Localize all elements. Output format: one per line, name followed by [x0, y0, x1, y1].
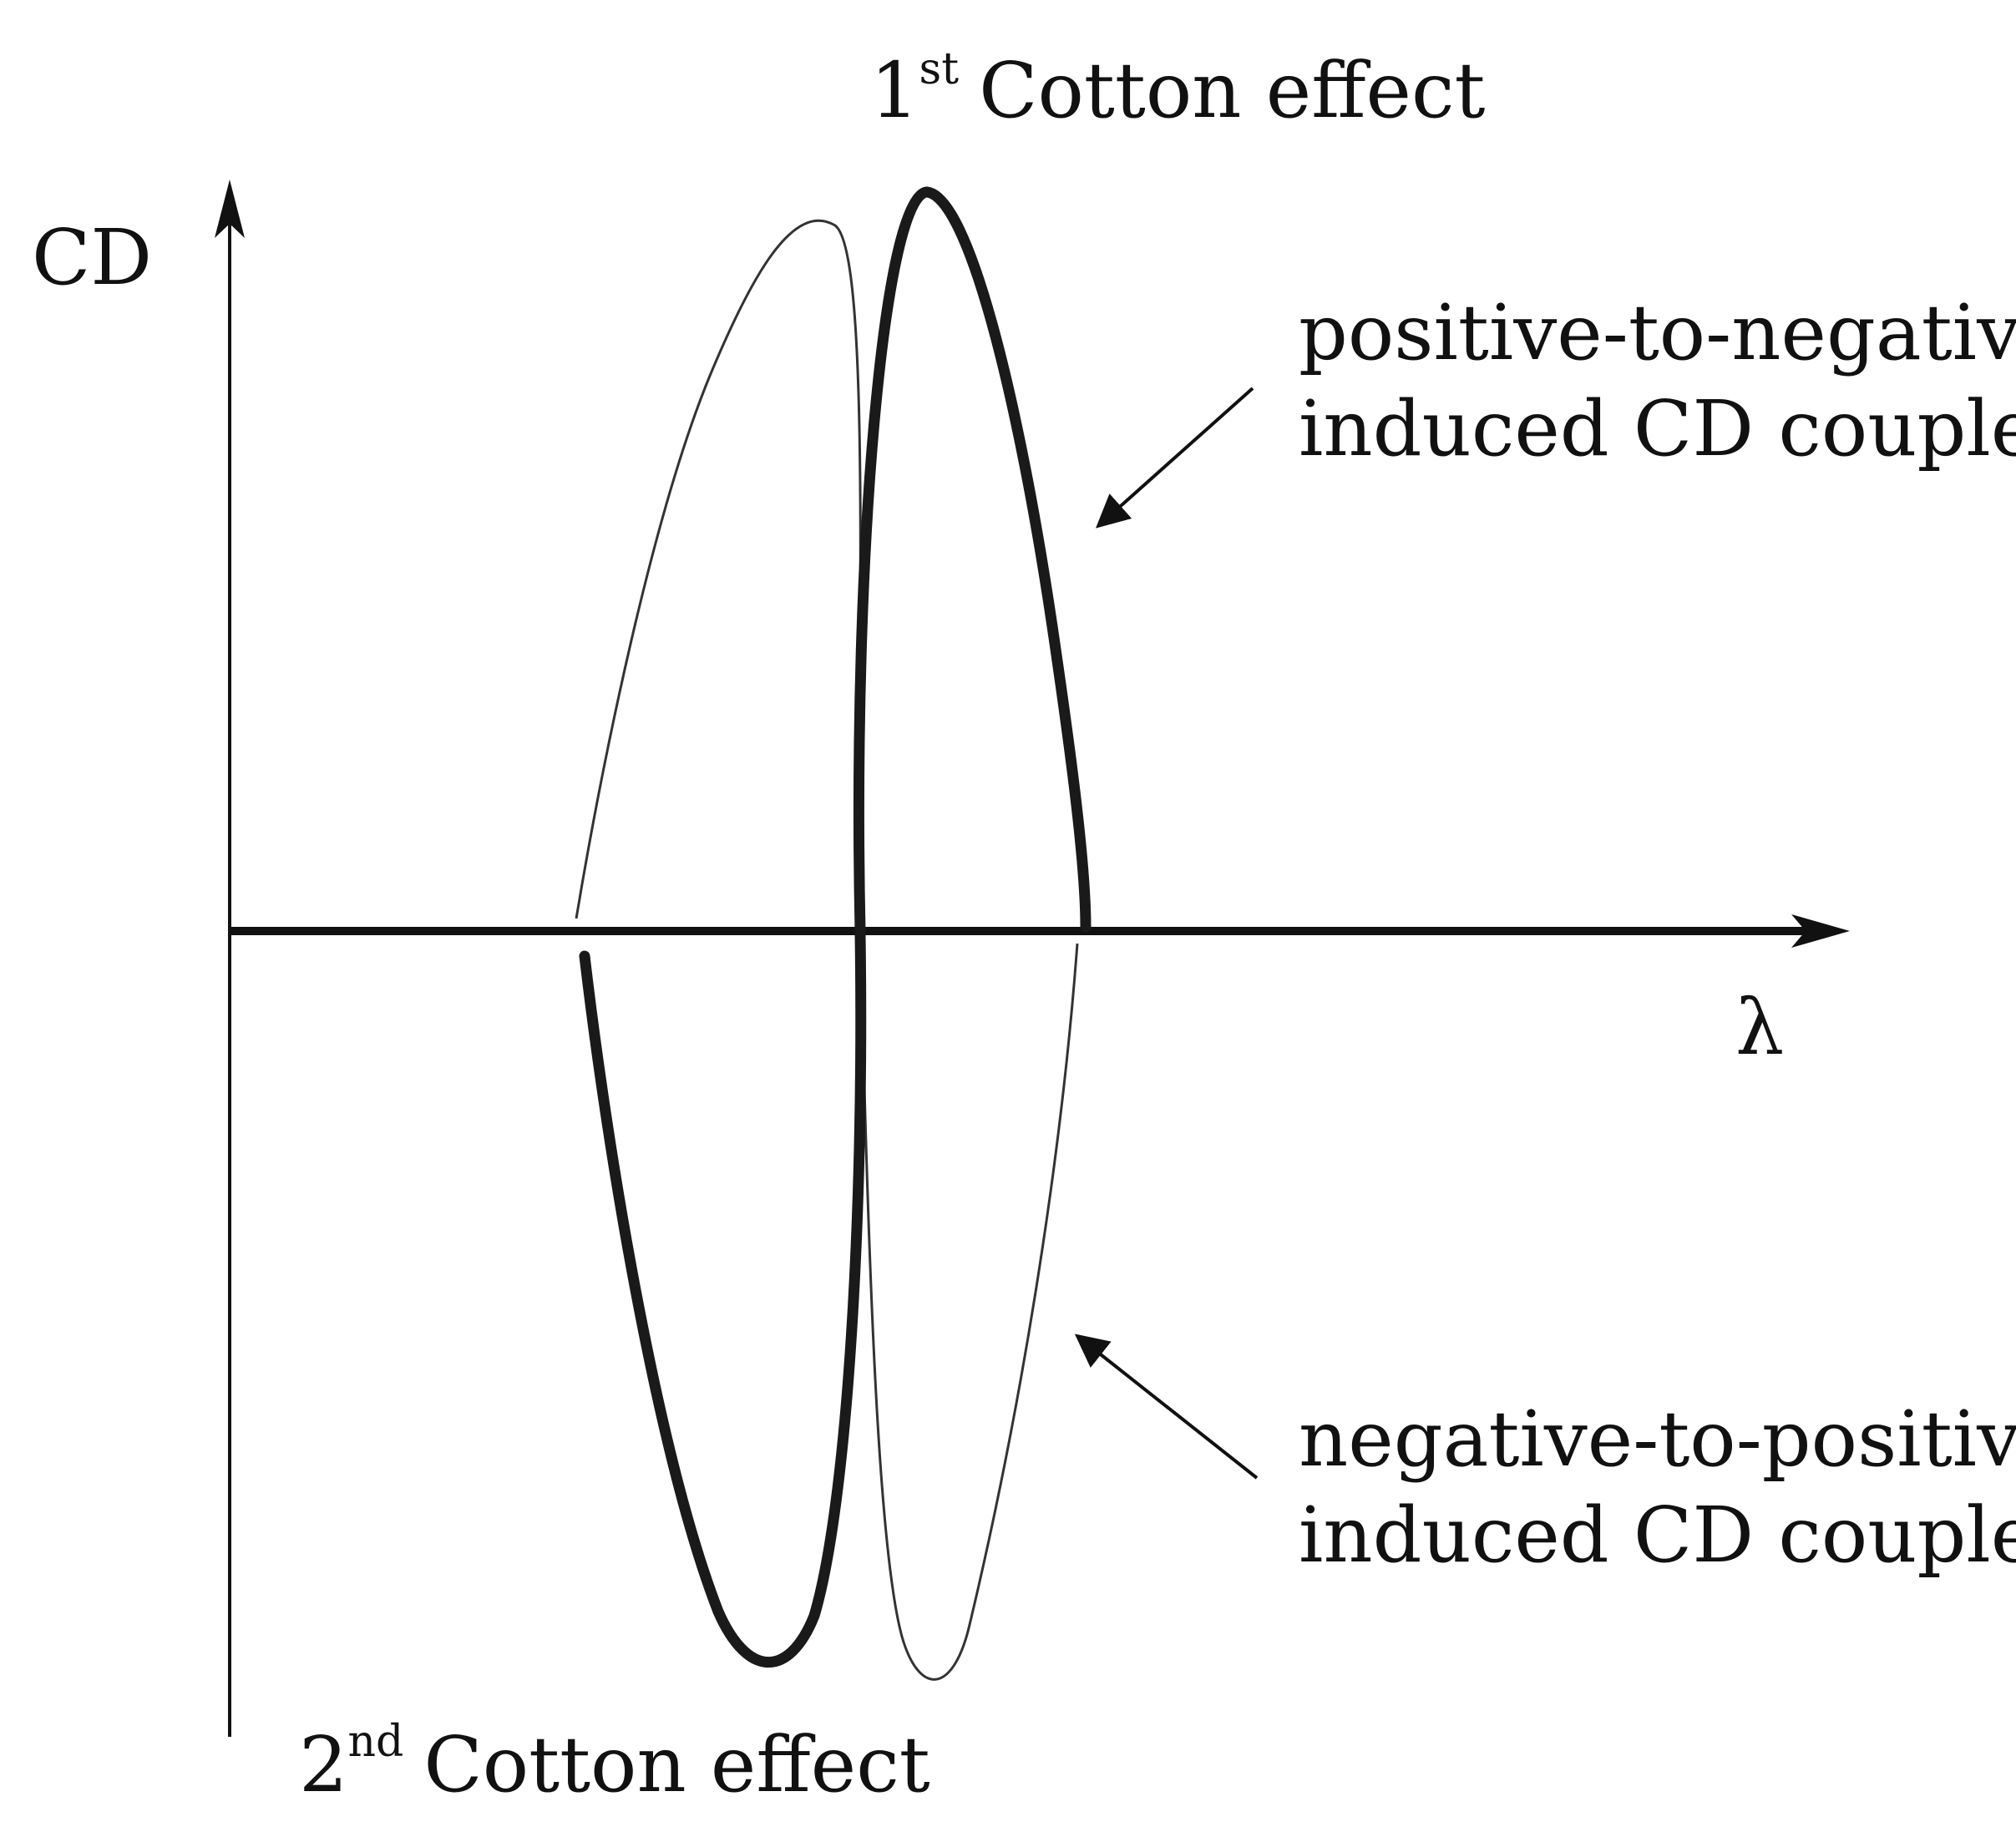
second-cotton-ordinal: nd	[348, 1717, 404, 1767]
positive-couplet-label-line1: positive-to-negative	[1299, 288, 2016, 377]
thin-positive-lobe-curve	[575, 219, 862, 928]
thick-positive-lobe-curve	[853, 186, 1092, 937]
positive-couplet-label-line2: induced CD couplet	[1299, 384, 2016, 473]
thick-negative-lobe-curve	[579, 929, 867, 1667]
positive-couplet-arrow	[1096, 387, 1254, 529]
second-cotton-text: Cotton effect	[423, 1720, 929, 1809]
first-cotton-effect-label: 1st Cotton effect	[870, 44, 1486, 135]
first-cotton-text: Cotton effect	[979, 46, 1485, 135]
x-axis-arrowhead	[1791, 914, 1850, 948]
negative-couplet-arrow	[1074, 1333, 1259, 1480]
y-axis-label: CD	[32, 213, 152, 302]
second-cotton-number: 2	[299, 1720, 348, 1809]
x-axis-label: λ	[1735, 983, 1784, 1072]
first-cotton-ordinal: st	[919, 44, 960, 94]
negative-couplet-label-line2: induced CD couplet	[1299, 1490, 2016, 1580]
second-cotton-effect-label: 2nd Cotton effect	[299, 1717, 930, 1809]
negative-couplet-label-line1: negative-to-positive	[1299, 1394, 2016, 1484]
thin-negative-lobe-curve	[859, 934, 1079, 1681]
y-axis-arrowhead	[215, 180, 245, 238]
first-cotton-number: 1	[870, 46, 919, 135]
